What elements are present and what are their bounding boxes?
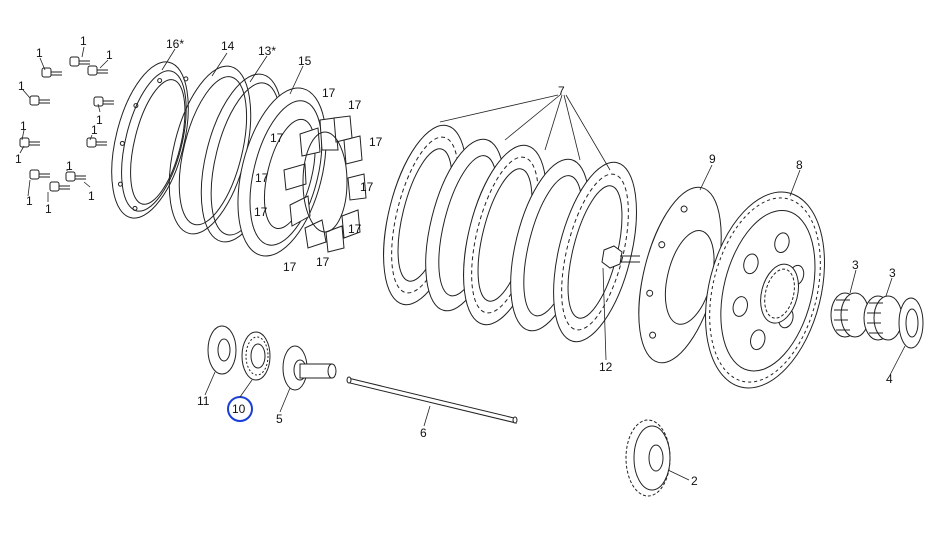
push-rod[interactable] — [346, 376, 518, 424]
label-4: 4 — [886, 372, 893, 386]
label-7: 7 — [558, 84, 565, 98]
label-1: 1 — [45, 202, 52, 216]
label-1: 1 — [80, 34, 87, 48]
bolt[interactable] — [93, 96, 114, 107]
label-1: 1 — [88, 189, 95, 203]
clutch-cover[interactable] — [98, 54, 203, 226]
pressure-plate[interactable] — [623, 179, 736, 371]
label-9: 9 — [709, 152, 716, 166]
diaphragm-spring[interactable] — [283, 115, 367, 253]
bolt[interactable] — [86, 137, 107, 148]
bolt[interactable] — [69, 56, 90, 67]
label-2: 2 — [691, 474, 698, 488]
label-3: 3 — [889, 266, 896, 280]
label-6: 6 — [420, 426, 427, 440]
bolt[interactable] — [87, 65, 108, 76]
needle-bearing-1[interactable] — [830, 292, 870, 338]
label-1: 1 — [106, 48, 113, 62]
label-1: 1 — [91, 123, 98, 137]
bolt[interactable] — [49, 181, 70, 192]
label-10[interactable]: 10 — [232, 402, 246, 416]
thrust-bearing[interactable] — [241, 331, 271, 381]
label-17: 17 — [322, 86, 336, 100]
label-17: 17 — [283, 260, 297, 274]
primary-driven-gear[interactable] — [686, 179, 843, 400]
thrust-washer[interactable] — [898, 297, 924, 349]
label-1: 1 — [20, 119, 27, 133]
label-17: 17 — [255, 171, 269, 185]
label-3: 3 — [852, 258, 859, 272]
primary-drive-gear[interactable] — [625, 419, 671, 497]
bolt[interactable] — [65, 171, 86, 182]
label-14: 14 — [221, 39, 235, 53]
label-8: 8 — [796, 158, 803, 172]
label-11: 11 — [197, 394, 210, 408]
label-1: 1 — [66, 159, 73, 173]
bolt[interactable] — [29, 169, 50, 180]
hub-nut[interactable] — [601, 245, 640, 269]
label-17: 17 — [316, 255, 330, 269]
label-16: 16* — [166, 37, 184, 51]
label-1: 1 — [26, 194, 33, 208]
label-17: 17 — [369, 135, 383, 149]
label-15: 15 — [298, 54, 312, 68]
label-12: 12 — [599, 360, 613, 374]
bolt[interactable] — [29, 95, 50, 106]
callout-labels: 1 1 1 1 1 1 1 1 1 1 1 1 16* 14 13* 15 17… — [15, 34, 896, 488]
leader-lines — [19, 46, 906, 481]
label-13: 13* — [258, 44, 276, 58]
label-5: 5 — [276, 412, 283, 426]
label-17: 17 — [348, 222, 362, 236]
label-1: 1 — [18, 79, 25, 93]
label-17: 17 — [270, 131, 284, 145]
label-1: 1 — [36, 46, 43, 60]
needle-bearing-2[interactable] — [863, 295, 903, 341]
label-17: 17 — [348, 98, 362, 112]
label-1: 1 — [15, 152, 22, 166]
label-17: 17 — [254, 205, 268, 219]
label-1: 1 — [96, 113, 103, 127]
bolt[interactable] — [41, 67, 62, 78]
label-17: 17 — [360, 180, 374, 194]
washer[interactable] — [207, 325, 237, 375]
bolt[interactable] — [19, 137, 40, 148]
push-piece[interactable] — [282, 345, 337, 391]
